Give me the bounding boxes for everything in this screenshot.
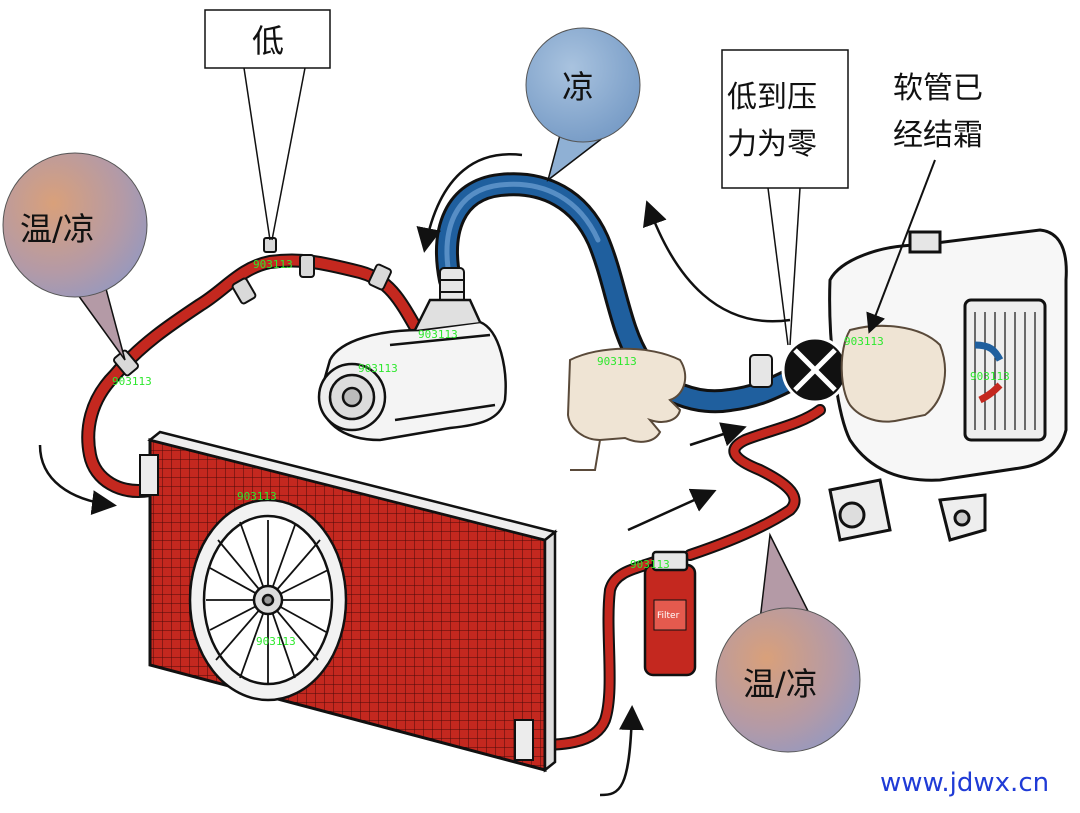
part-code: 903113 [256, 635, 296, 648]
label-pressure-zero-line1: 低到压 [727, 80, 817, 115]
callout-warm-cool-left: 温/凉 [2, 152, 148, 361]
label-cool-top: 凉 [562, 68, 594, 106]
part-code: 903113 [358, 362, 398, 375]
expansion-valve [749, 336, 849, 404]
condenser-fan [188, 498, 348, 702]
part-code: 903113 [237, 490, 277, 503]
filter-label: Filter [657, 611, 680, 621]
hose-fittings [113, 237, 392, 377]
part-code: 903113 [253, 258, 293, 271]
part-code: 903113 [970, 370, 1010, 383]
flow-arrows [38, 153, 791, 797]
suction-fitting [439, 267, 465, 309]
callout-warm-cool-bottom: 温/凉 [715, 532, 861, 753]
part-code: 903113 [418, 328, 458, 341]
high-pressure-line [81, 253, 826, 751]
part-code: 903113 [630, 558, 670, 571]
part-code-stamps: 903113 903113 903113 903113 903113 90311… [112, 258, 1010, 648]
part-code: 903113 [597, 355, 637, 368]
label-hose-frosted-line2: 经结霜 [893, 118, 983, 153]
label-pressure-zero-line2: 力为零 [727, 127, 817, 162]
left-hand [566, 347, 687, 471]
low-pressure-line [435, 172, 802, 414]
callout-cool-top: 凉 [525, 27, 641, 182]
right-hand [840, 324, 946, 423]
callout-hose-frosted: 软管已 经结霜 [866, 71, 983, 334]
compressor [317, 298, 507, 442]
label-hose-frosted-line1: 软管已 [893, 71, 983, 106]
callout-low: 低 [204, 9, 331, 241]
label-warm-cool-bottom: 温/凉 [743, 665, 818, 703]
part-code: 903113 [112, 375, 152, 388]
callout-pressure-zero: 低到压 力为零 [721, 49, 849, 346]
part-code: 903113 [844, 335, 884, 348]
label-low: 低 [252, 22, 284, 60]
watermark: www.jdwx.cn [880, 768, 1050, 798]
label-warm-cool-left: 温/凉 [20, 210, 95, 248]
receiver-drier: Filter [643, 550, 697, 677]
